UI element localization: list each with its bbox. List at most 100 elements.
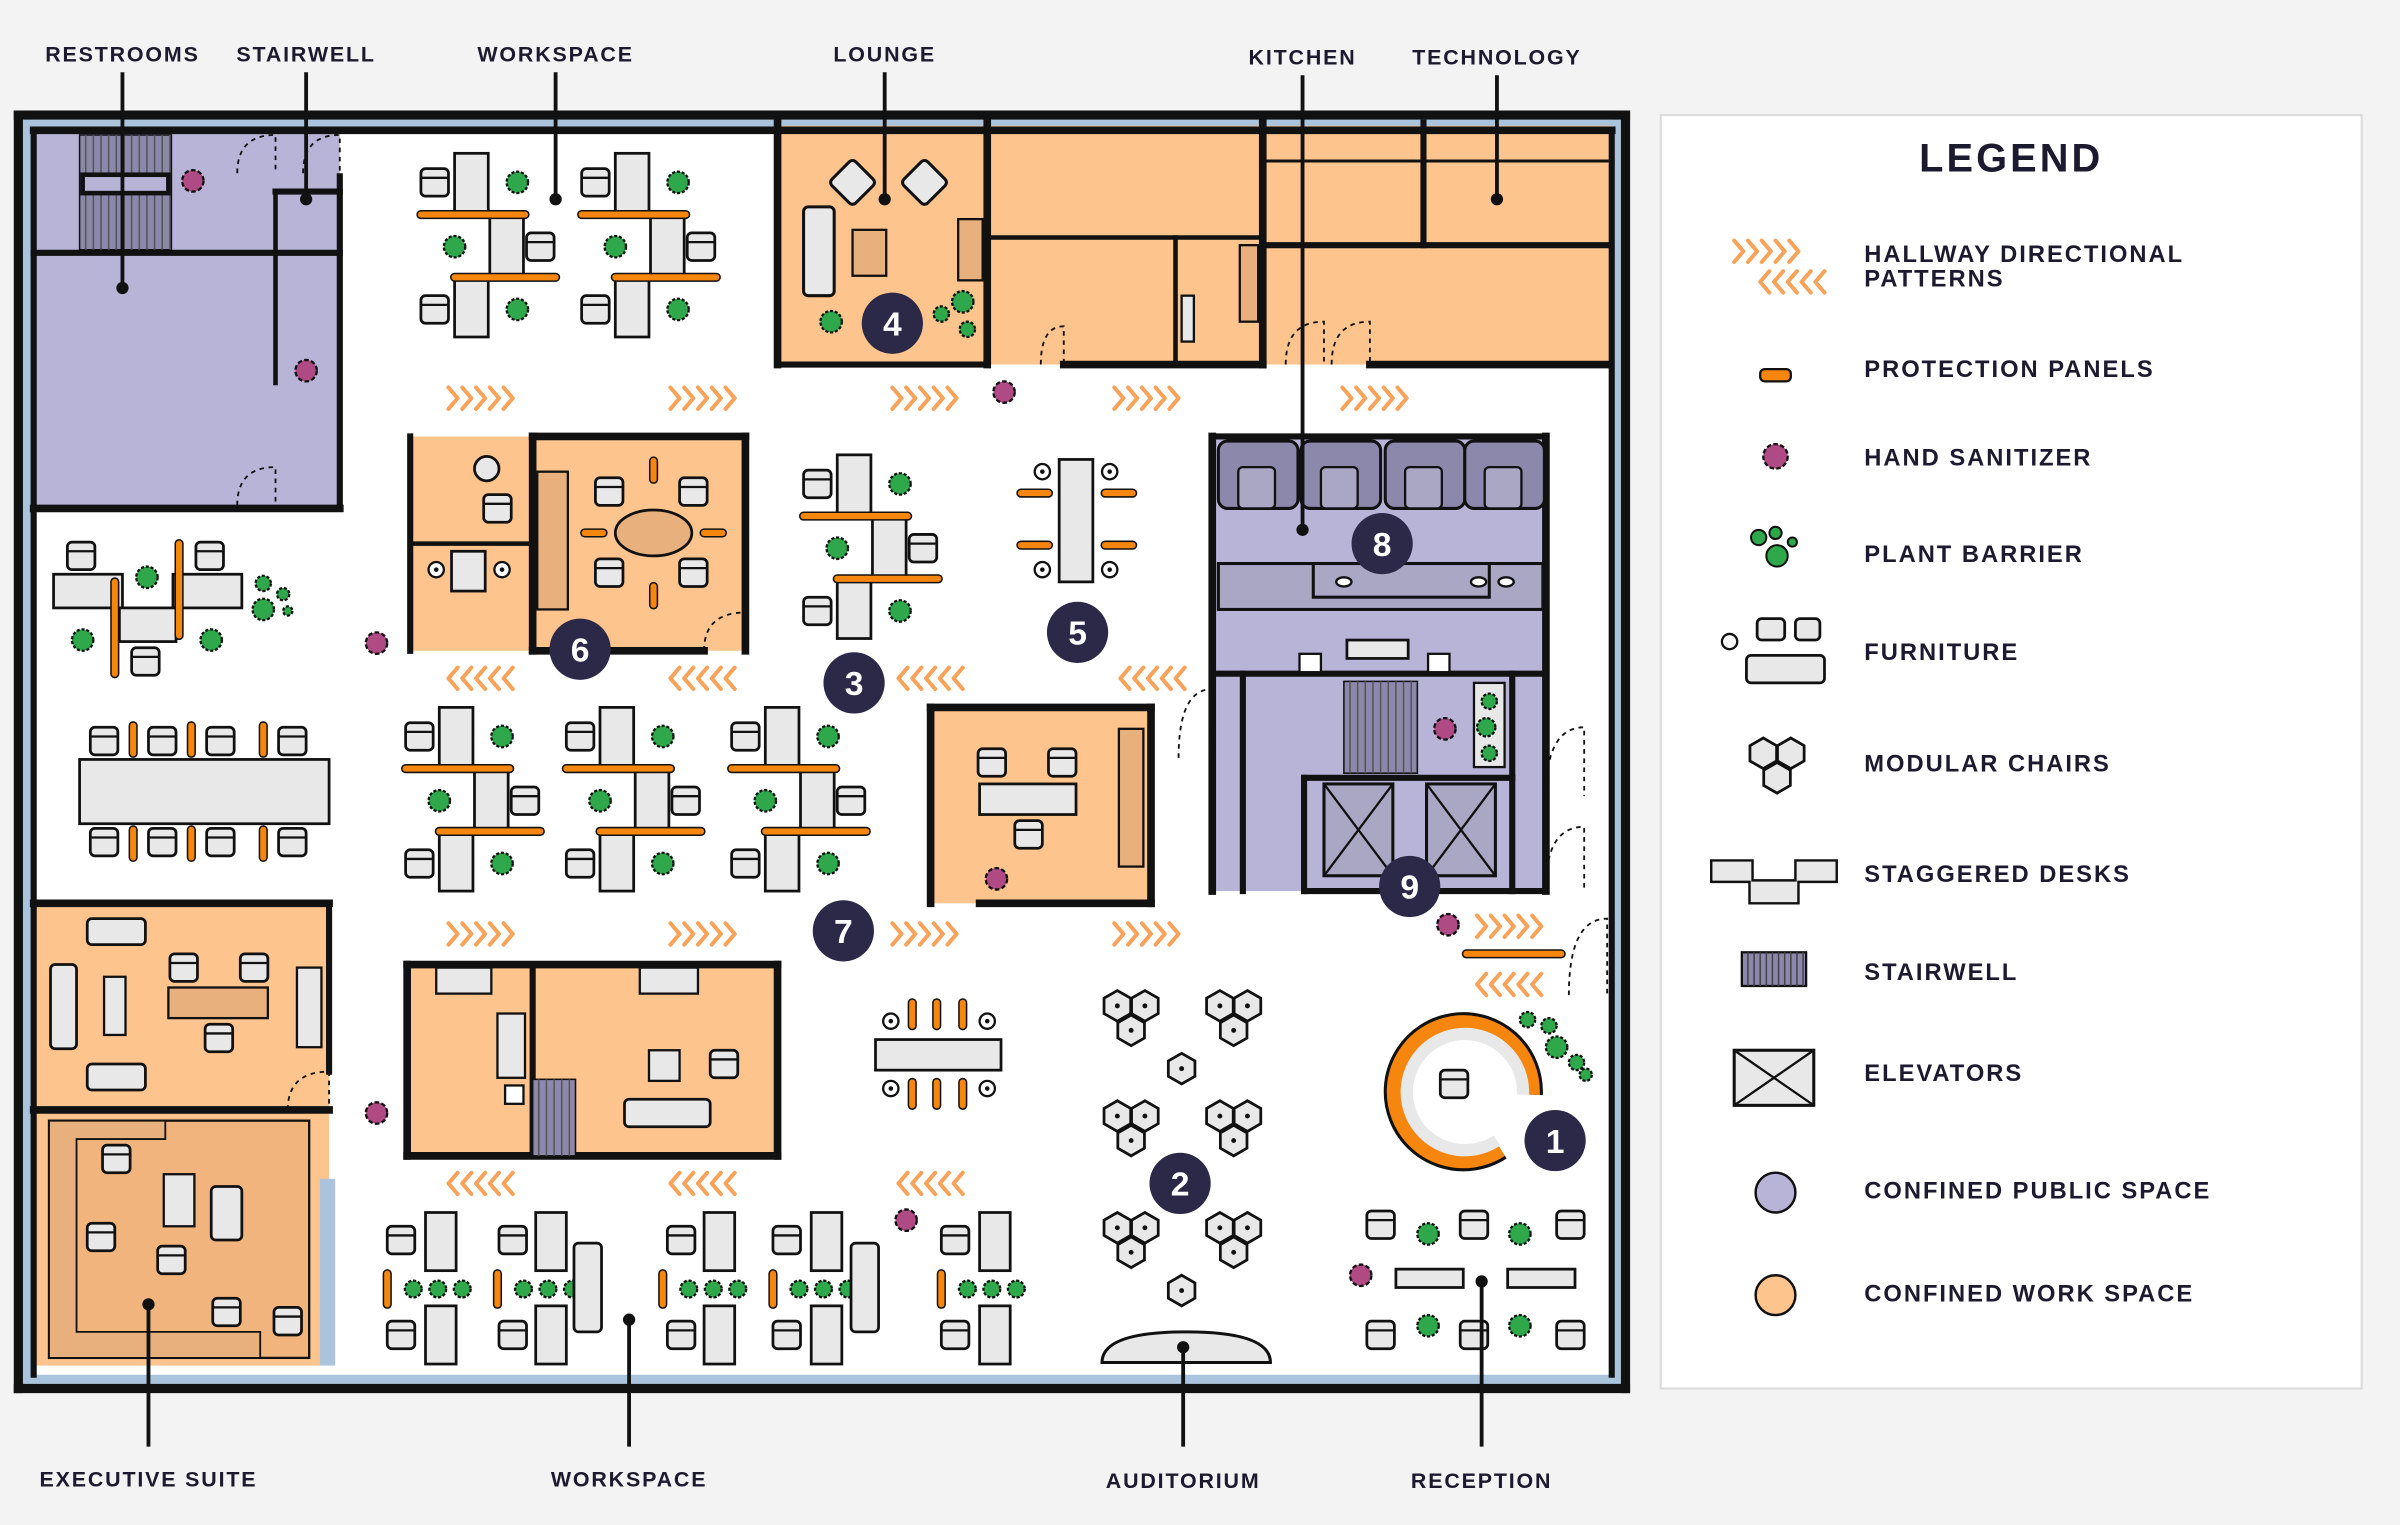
sink <box>1469 576 1488 588</box>
stool-icon <box>978 1012 997 1030</box>
plant-icon <box>816 851 840 876</box>
plant-icon <box>254 574 273 593</box>
chair-seat <box>730 721 761 752</box>
label-workspace-bottom: WORKSPACE <box>551 1467 707 1491</box>
chair-seat <box>385 1319 417 1351</box>
desk <box>1345 638 1410 660</box>
chevron <box>937 1170 951 1197</box>
chevron <box>945 921 959 947</box>
hex-dot <box>1217 1003 1223 1009</box>
chair-seat <box>1047 747 1078 778</box>
chevron <box>682 665 696 692</box>
hex-dot <box>1231 1249 1237 1255</box>
chair-seat <box>907 533 939 564</box>
protection-panel-icon <box>1759 367 1792 383</box>
armchair <box>901 158 948 206</box>
desk <box>171 572 244 610</box>
chevron <box>1771 269 1786 295</box>
hand-sanitizer-icon <box>992 380 1016 404</box>
legend-label-stairwell: STAIRWELL <box>1864 960 2018 986</box>
label-reception: RECEPTION <box>1411 1469 1552 1493</box>
plant-icon <box>753 788 778 813</box>
modular-chair <box>1130 1099 1160 1133</box>
cabinet <box>638 966 700 995</box>
stair-base <box>1740 951 1808 988</box>
plant-icon <box>825 536 850 561</box>
chair-icon <box>685 231 717 262</box>
chevron <box>904 921 918 947</box>
lounge-armchair <box>901 158 948 206</box>
stool-dot <box>984 1086 990 1091</box>
hex-dot <box>1114 1113 1120 1119</box>
callout-dot <box>142 1298 155 1311</box>
line <box>1425 782 1497 877</box>
chair-seat <box>1555 1209 1586 1240</box>
plant-icon <box>679 1279 699 1299</box>
chevron <box>695 385 710 411</box>
zone-marker-4: 4 <box>861 292 923 354</box>
legend-label-work: CONFINED WORK SPACE <box>1864 1281 2194 1307</box>
plant-icon <box>1544 1035 1569 1060</box>
booth-seat <box>1237 465 1277 510</box>
elevator <box>1425 782 1497 878</box>
chair-icon <box>205 826 236 858</box>
legend-label-modular: MODULAR CHAIRS <box>1864 752 2111 778</box>
booth-seat <box>1483 465 1523 510</box>
chair-seat <box>802 595 833 627</box>
chair <box>1794 617 1822 642</box>
plant-icon <box>950 289 975 314</box>
stool-dot <box>888 1018 894 1024</box>
chevron <box>474 921 488 947</box>
callout-dot <box>1475 1275 1488 1288</box>
plant-icon <box>1567 1053 1586 1072</box>
hex-dot <box>1142 1003 1148 1009</box>
door-swing <box>286 1070 330 1110</box>
hand-sanitizer-icon <box>894 1208 918 1233</box>
chevron <box>446 665 460 692</box>
chevron <box>723 385 737 411</box>
reception-desk <box>1400 1027 1530 1157</box>
chevron <box>1112 921 1126 947</box>
hallway-arrow-left <box>896 665 965 692</box>
chair-seat <box>594 557 625 588</box>
desk <box>809 1304 844 1366</box>
modular-chair <box>1102 1210 1133 1245</box>
hallway-arrow-left <box>896 1170 965 1197</box>
hallway-arrow-right <box>1475 913 1544 939</box>
stool-icon <box>882 1079 900 1098</box>
chevron <box>487 385 501 411</box>
chair-seat <box>509 785 541 816</box>
line <box>1733 1049 1815 1107</box>
chevron <box>446 385 460 411</box>
chair <box>1755 617 1787 642</box>
elevators-icon <box>1732 1048 1816 1107</box>
sofa <box>85 917 147 947</box>
label-kitchen: KITCHEN <box>1249 46 1357 70</box>
chair-icon <box>665 1224 697 1256</box>
hex-dot <box>1128 1027 1134 1033</box>
plant-icon <box>932 305 951 323</box>
chevron <box>682 921 696 947</box>
plant-icon <box>1475 716 1497 738</box>
chair-icon <box>194 540 225 572</box>
chair-icon <box>802 468 833 500</box>
chair-seat <box>678 476 709 507</box>
plant-icon <box>70 628 95 652</box>
chevron <box>945 385 959 411</box>
chair-seat <box>665 1224 697 1256</box>
chair-seat <box>771 1224 802 1256</box>
zone-marker-circle <box>549 618 611 680</box>
desk <box>424 1211 458 1273</box>
stairwell-icon <box>1740 951 1808 988</box>
chair-icon <box>147 725 178 757</box>
modular-chair <box>1232 1210 1263 1245</box>
chevron <box>1787 238 1801 264</box>
chevron <box>682 385 696 411</box>
chair-icon <box>203 1022 235 1054</box>
chair-icon <box>564 721 596 752</box>
chevron <box>1785 269 1799 295</box>
chevron <box>904 385 918 411</box>
chevron <box>1139 385 1154 411</box>
sink <box>1335 576 1353 588</box>
